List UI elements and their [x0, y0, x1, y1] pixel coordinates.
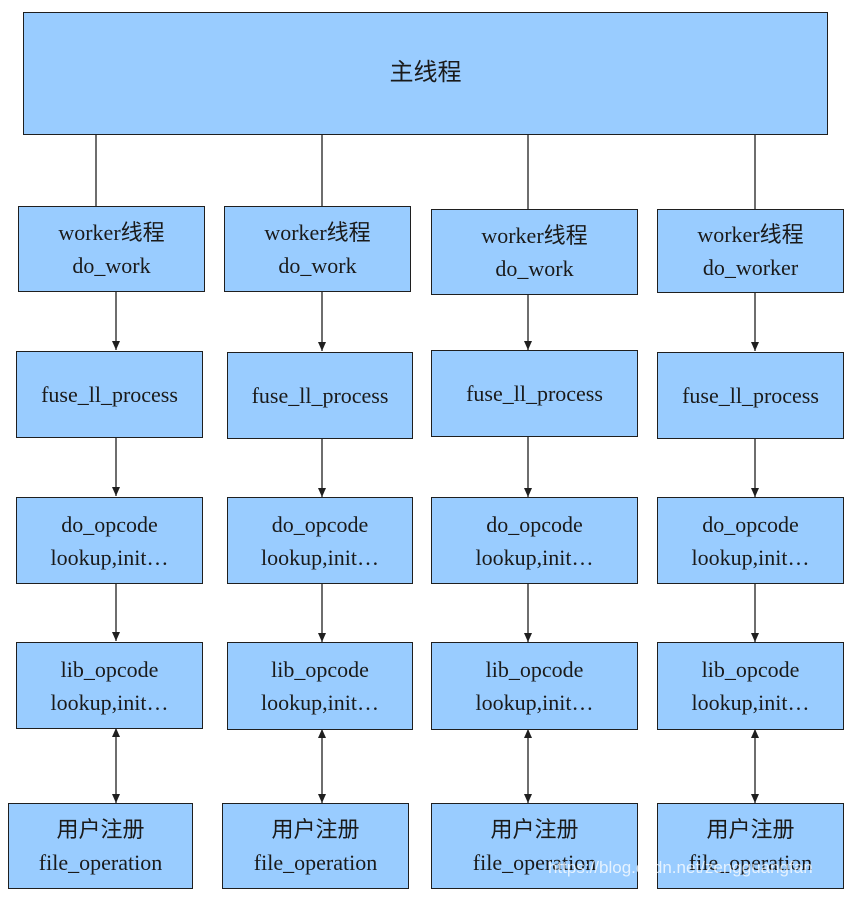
fuse-process-box-1: fuse_ll_process [16, 351, 203, 438]
worker-function-label: do_work [72, 253, 151, 278]
fuse-process-label: fuse_ll_process [682, 383, 819, 408]
worker-function-label: do_worker [702, 255, 799, 280]
worker-thread-label: worker线程 [481, 223, 588, 248]
worker-thread-box-3: worker线程 do_work [431, 209, 638, 295]
fuse-process-box-3: fuse_ll_process [431, 350, 638, 437]
do-opcode-box-3: do_opcode lookup,init… [431, 497, 638, 584]
lib-opcode-ops-label: lookup,init… [691, 690, 810, 715]
do-opcode-box-2: do_opcode lookup,init… [227, 497, 413, 584]
watermark-text: https://blog.csdn.net/zengguangfan [548, 858, 813, 877]
do-opcode-label: do_opcode [61, 511, 158, 537]
worker-function-label: do_work [278, 253, 357, 278]
lib-opcode-box-2: lib_opcode lookup,init… [227, 642, 413, 730]
fuse-process-box-2: fuse_ll_process [227, 352, 413, 439]
do-opcode-ops-label: lookup,init… [691, 544, 810, 570]
lib-opcode-label: lib_opcode [701, 657, 800, 682]
worker-thread-label: worker线程 [264, 220, 371, 245]
do-opcode-box-1: do_opcode lookup,init… [16, 497, 203, 584]
worker-thread-box-2: worker线程 do_work [224, 206, 411, 292]
fuse-process-label: fuse_ll_process [466, 381, 603, 406]
do-opcode-label: do_opcode [486, 511, 583, 537]
user-register-box-1: 用户注册 file_operation [8, 803, 193, 889]
lib-opcode-box-3: lib_opcode lookup,init… [431, 642, 638, 730]
lib-opcode-box-1: lib_opcode lookup,init… [16, 642, 203, 729]
fuse-process-box-4: fuse_ll_process [657, 352, 844, 439]
lib-opcode-ops-label: lookup,init… [475, 690, 594, 715]
do-opcode-box-4: do_opcode lookup,init… [657, 497, 844, 584]
file-operation-label: file_operation [472, 850, 597, 875]
do-opcode-ops-label: lookup,init… [475, 544, 594, 570]
worker-function-label: do_work [495, 256, 574, 281]
lib-opcode-label: lib_opcode [271, 657, 369, 682]
lib-opcode-ops-label: lookup,init… [50, 689, 169, 715]
user-register-label: 用户注册 [271, 817, 360, 842]
worker-thread-box-1: worker线程 do_work [18, 206, 205, 292]
worker-thread-label: worker线程 [697, 222, 804, 247]
lib-opcode-box-4: lib_opcode lookup,init… [657, 642, 844, 730]
do-opcode-label: do_opcode [702, 511, 799, 537]
main-thread-box: 主线程 [23, 12, 828, 135]
lib-opcode-label: lib_opcode [60, 656, 159, 682]
user-register-box-4: 用户注册 file_operation [657, 803, 844, 889]
file-operation-label: file_operation [688, 850, 813, 875]
lib-opcode-label: lib_opcode [485, 657, 584, 682]
main-thread-label: 主线程 [389, 60, 462, 86]
user-register-box-3: 用户注册 file_operation [431, 803, 638, 889]
fuse-process-label: fuse_ll_process [41, 382, 178, 407]
user-register-box-2: 用户注册 file_operation [222, 803, 409, 889]
worker-thread-box-4: worker线程 do_worker [657, 209, 844, 293]
lib-opcode-ops-label: lookup,init… [261, 690, 379, 715]
user-register-label: 用户注册 [490, 817, 579, 842]
do-opcode-ops-label: lookup,init… [50, 544, 169, 570]
file-operation-label: file_operation [253, 850, 378, 875]
do-opcode-label: do_opcode [271, 511, 369, 537]
user-register-label: 用户注册 [56, 817, 145, 842]
file-operation-label: file_operation [38, 850, 163, 875]
fuse-process-label: fuse_ll_process [251, 383, 389, 408]
do-opcode-ops-label: lookup,init… [261, 544, 379, 570]
user-register-label: 用户注册 [706, 817, 795, 842]
worker-thread-label: worker线程 [58, 220, 165, 245]
